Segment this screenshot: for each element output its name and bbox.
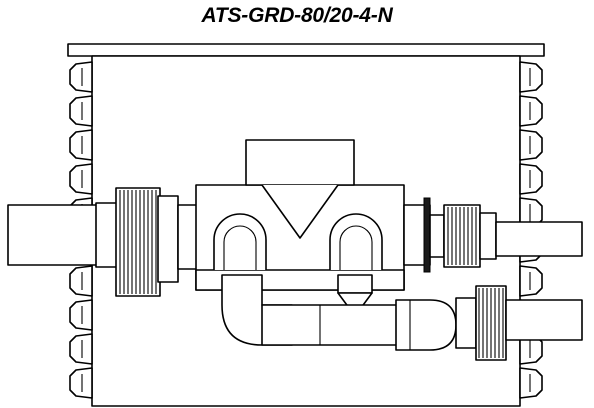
- right-lower-outlet: [455, 285, 583, 361]
- clamp-tab: [519, 129, 543, 161]
- bottom-manifold-pipe: [261, 299, 457, 351]
- drawing-title: ATS-GRD-80/20-4-N: [201, 4, 393, 27]
- clamp-tab: [69, 61, 93, 93]
- top-cover-plate: [67, 43, 545, 57]
- clamp-tab: [519, 163, 543, 195]
- left-union-fitting: [95, 187, 199, 297]
- clamp-tab: [519, 61, 543, 93]
- clamp-tab: [69, 333, 93, 365]
- clamp-tab: [519, 367, 543, 399]
- left-inlet-pipe: [7, 204, 107, 266]
- clamp-tab: [69, 95, 93, 127]
- clamp-tab: [69, 299, 93, 331]
- clamp-tab: [69, 265, 93, 297]
- clamp-tab: [519, 265, 543, 297]
- clamp-tab: [69, 129, 93, 161]
- clamp-tab: [519, 95, 543, 127]
- clamp-tab: [69, 367, 93, 399]
- clamp-tab: [69, 163, 93, 195]
- right-upper-outlet: [403, 197, 583, 273]
